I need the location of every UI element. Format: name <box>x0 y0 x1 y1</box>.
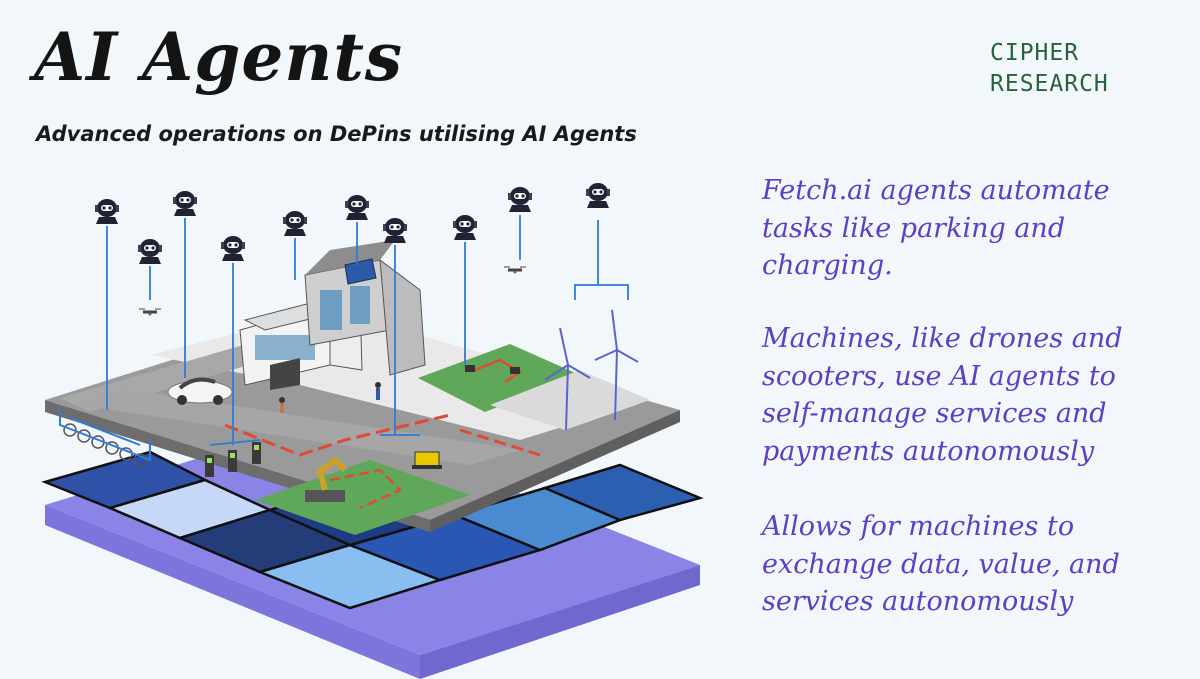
robot-head-icon <box>173 191 197 216</box>
robot-head-icon <box>508 187 532 212</box>
point-1: Fetch.ai agents automate tasks like park… <box>762 175 1110 281</box>
person-icon <box>279 382 381 413</box>
robot-arm-icon <box>305 455 348 502</box>
robot-head-icon <box>283 211 307 236</box>
robot-head-icon <box>221 236 245 261</box>
robot-head-icon <box>138 239 162 264</box>
robot-head-icon <box>383 218 407 243</box>
robot-head-icon <box>95 199 119 224</box>
lawn-mower-icon <box>465 365 520 374</box>
rover-robot-icon <box>412 451 442 469</box>
point-2: Machines, like drones and scooters, use … <box>762 323 1123 467</box>
page-subtitle: Advanced operations on DePins utilising … <box>36 122 637 146</box>
robot-head-icon <box>345 195 369 220</box>
robot-head-icon <box>453 215 477 240</box>
robot-head-icon <box>586 183 610 208</box>
lawn-bottom <box>255 460 470 535</box>
lawn-top <box>418 344 580 412</box>
wind-turbine-icon <box>544 309 639 431</box>
brand-line-2: RESEARCH <box>990 71 1109 97</box>
drone-icon <box>138 308 162 316</box>
solar-panel-icon <box>344 258 377 285</box>
agent-connection-lines <box>106 215 629 446</box>
gray-pad-right <box>490 370 650 430</box>
brand-logo: CIPHER RESEARCH <box>990 38 1109 100</box>
house-icon <box>239 240 426 390</box>
depin-city-illustration <box>41 183 704 679</box>
bike-rack-icon <box>59 408 151 467</box>
car-icon <box>167 377 233 405</box>
point-3: Allows for machines to exchange data, va… <box>762 511 1120 617</box>
brand-line-1: CIPHER <box>990 40 1080 66</box>
ev-charger-icon <box>205 442 261 477</box>
page-title: AI Agents <box>34 18 404 96</box>
drone-icon <box>503 266 527 274</box>
